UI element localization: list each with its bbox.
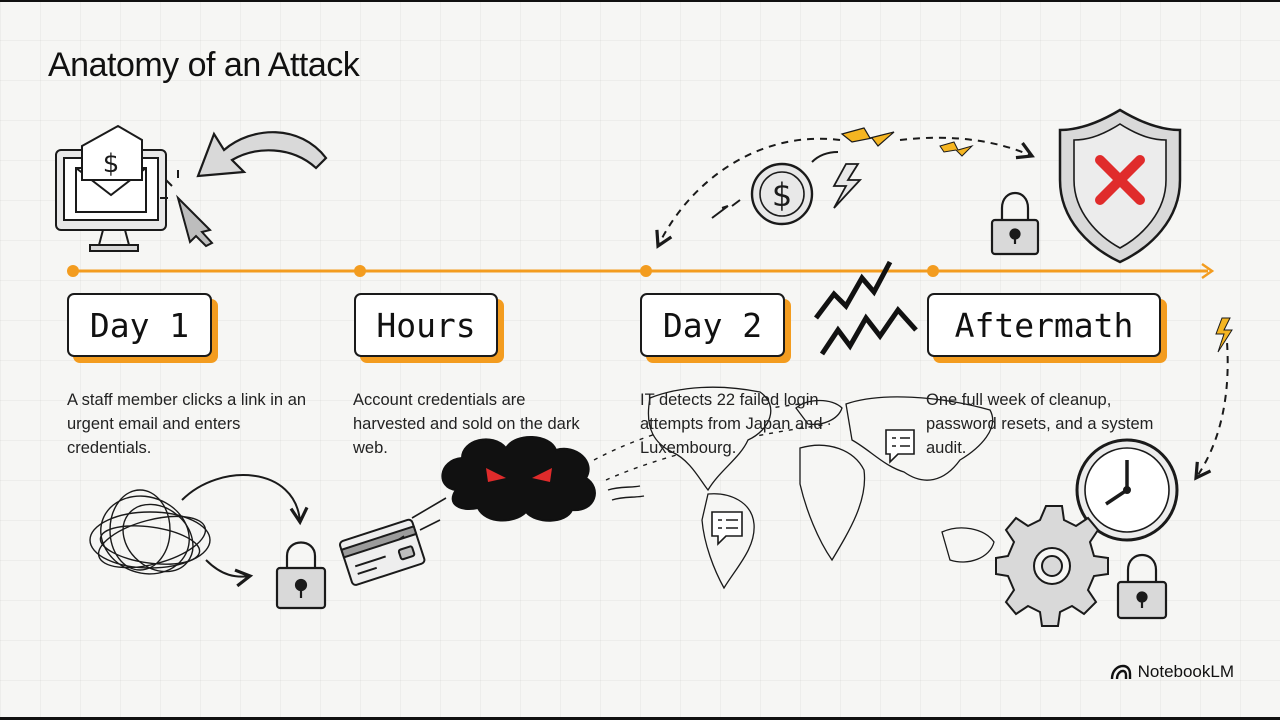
padlock-icon-3 bbox=[1116, 554, 1168, 620]
shield-icon bbox=[1058, 108, 1182, 264]
stage-day-1-label: Day 1 bbox=[67, 293, 212, 357]
chat-icon bbox=[711, 429, 915, 546]
credit-card-icon bbox=[339, 518, 426, 586]
coin-icon bbox=[750, 162, 814, 226]
coin-dollar-symbol: $ bbox=[772, 176, 792, 214]
stage-day-1-description: A staff member clicks a link in an urgen… bbox=[67, 391, 307, 457]
notebooklm-logo-icon bbox=[1110, 664, 1131, 680]
lightning-icon bbox=[832, 163, 863, 209]
dashed-arrow-left bbox=[655, 137, 841, 249]
stage-day-2-description: IT detects 22 failed login attempts from… bbox=[640, 391, 823, 457]
stage-day-2-label: Day 2 bbox=[640, 293, 785, 357]
computer-email-icon bbox=[55, 124, 167, 252]
curved-arrow-icon bbox=[196, 131, 328, 178]
spark-lines bbox=[711, 199, 741, 219]
dark-web-cloud-icon bbox=[441, 435, 596, 522]
timeline-node-aftermath bbox=[927, 265, 939, 277]
smoke-lines bbox=[607, 485, 645, 501]
arrow-to-lock bbox=[181, 474, 309, 526]
stage-aftermath-description: One full week of cleanup, password reset… bbox=[926, 391, 1154, 457]
clock-icon bbox=[1075, 438, 1179, 542]
timeline-node-day1 bbox=[67, 265, 79, 277]
motion-lines bbox=[397, 497, 447, 541]
timeline-node-hours bbox=[354, 265, 366, 277]
padlock-icon-2 bbox=[990, 192, 1040, 256]
lightning-small-icon bbox=[939, 141, 974, 157]
padlock-icon bbox=[275, 541, 327, 610]
stage-hours-label: Hours bbox=[354, 293, 498, 357]
lightning-yellow-icon bbox=[840, 127, 895, 147]
stage-hours-description: Account credentials are harvested and so… bbox=[353, 391, 580, 457]
timeline-node-day2 bbox=[640, 265, 652, 277]
timeline-axis bbox=[67, 262, 1215, 280]
gear-icon bbox=[995, 505, 1109, 627]
cursor-icon bbox=[176, 194, 214, 248]
dashed-arrow-down bbox=[1194, 329, 1229, 481]
stage-aftermath-label: Aftermath bbox=[927, 293, 1161, 357]
confusion-scribble-icon bbox=[89, 489, 211, 575]
arrow-small bbox=[205, 559, 254, 588]
brand-name: NotebookLM bbox=[1137, 662, 1234, 681]
spark-curve bbox=[811, 151, 839, 163]
notebooklm-brand: NotebookLM bbox=[1110, 662, 1234, 682]
click-burst bbox=[160, 170, 179, 199]
page-title: Anatomy of an Attack bbox=[48, 46, 360, 84]
zigzag-lines bbox=[814, 260, 918, 356]
dashed-arrow-right bbox=[899, 136, 1035, 160]
lightning-right-icon bbox=[1215, 317, 1233, 353]
dollar-symbol: $ bbox=[103, 149, 120, 179]
